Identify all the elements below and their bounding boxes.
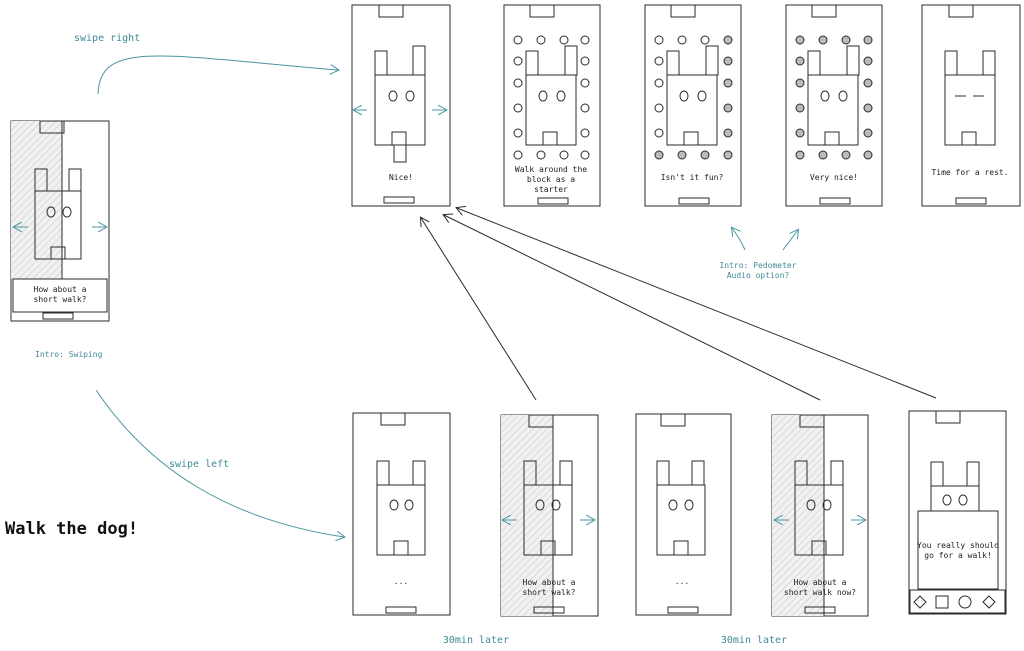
diamond-icon <box>913 595 927 609</box>
top1-text-1: Nice! <box>389 173 413 182</box>
label-intro-swiping: Intro: Swiping <box>35 350 103 359</box>
bot4-text-2: short walk now? <box>784 588 856 597</box>
phone-bottom-3: ... <box>635 413 732 616</box>
start-text-1: How about a <box>34 285 87 294</box>
phone-bottom-4: How about a short walk now? <box>771 414 869 617</box>
arrow-bot5-to-top1 <box>457 208 937 399</box>
top3-text-1: Isn't it fun? <box>661 173 724 182</box>
top5-text-1: Time for a rest. <box>931 168 1008 177</box>
top2-text-1: Walk around the <box>515 165 587 174</box>
bot4-text-1: How about a <box>794 578 847 587</box>
square-icon <box>935 595 949 609</box>
circle-icon <box>958 595 972 609</box>
label-swipe-right: swipe right <box>74 33 140 44</box>
start-text-2: short walk? <box>34 295 87 304</box>
arrow-bot4-to-top1 <box>444 215 821 401</box>
page-title: Walk the dog! <box>5 519 138 539</box>
label-30min-later-1: 30min later <box>443 635 509 646</box>
label-swipe-left: swipe left <box>169 459 229 470</box>
bot1-text-1: ... <box>394 577 408 586</box>
bot5-text-1: You really should <box>917 541 999 550</box>
arrow-swipe-left <box>95 389 344 537</box>
label-30min-later-2: 30min later <box>721 635 787 646</box>
bot5-text-2: go for a walk! <box>924 551 991 560</box>
arrow-bot2-to-top1 <box>421 218 537 401</box>
top4-text-1: Very nice! <box>810 173 858 182</box>
arrow-swipe-right <box>97 55 338 95</box>
arrow-pedometer-2 <box>782 230 798 251</box>
top2-text-3: starter <box>534 185 568 194</box>
phone-top-4: Very nice! <box>785 4 883 207</box>
phone-top-2: Walk around the block as a starter <box>503 4 601 207</box>
phone-bottom-2: How about a short walk? <box>500 414 599 617</box>
label-intro-pedometer-1: Intro: Pedometer <box>719 261 796 270</box>
arrow-pedometer-1 <box>732 228 746 251</box>
bot2-text-1: How about a <box>523 578 576 587</box>
diamond-icon <box>982 595 996 609</box>
phone-bottom-1: ... <box>352 412 451 616</box>
bot2-text-2: short walk? <box>523 588 576 597</box>
phone-start: How about a short walk? <box>10 120 110 322</box>
phone-top-3: Isn't it fun? <box>644 4 742 207</box>
top2-text-2: block as a <box>527 175 575 184</box>
phone-bottom-5: You really should go for a walk! <box>908 410 1007 615</box>
bot3-text-1: ... <box>675 577 689 586</box>
label-intro-pedometer-2: Audio option? <box>727 271 790 280</box>
phone-top-1: Nice! <box>351 4 451 207</box>
phone-top-5: Time for a rest. <box>921 4 1021 207</box>
